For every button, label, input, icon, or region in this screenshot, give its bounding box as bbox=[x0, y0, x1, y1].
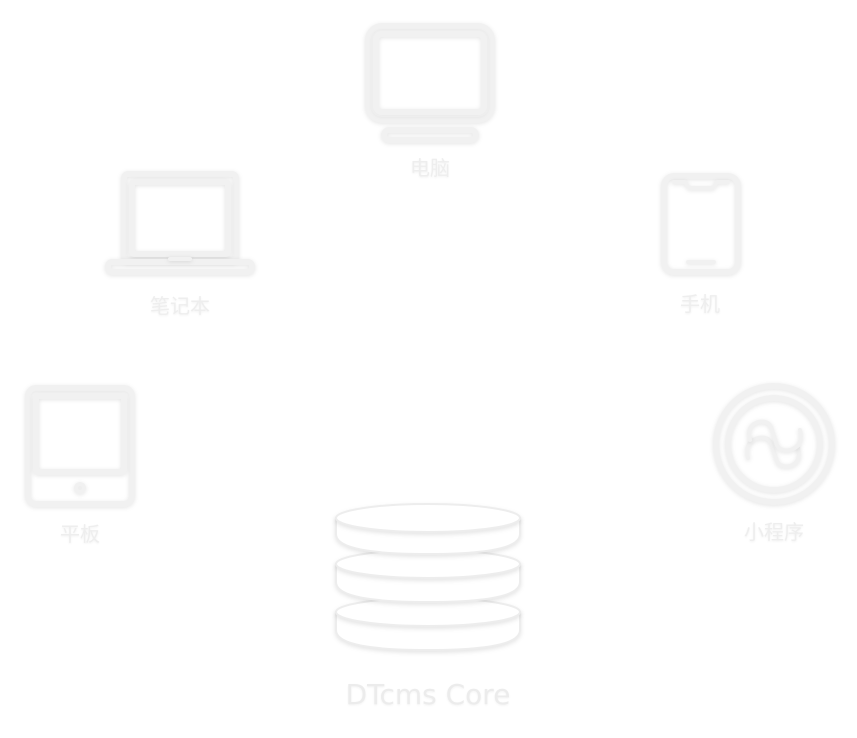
miniprogram-label: 小程序 bbox=[744, 520, 804, 544]
phone-label: 手机 bbox=[680, 292, 720, 316]
mini-program-icon bbox=[713, 383, 835, 505]
laptop-label: 笔记本 bbox=[150, 294, 210, 318]
node-miniprogram: 小程序 bbox=[704, 382, 844, 544]
node-phone: 手机 bbox=[650, 172, 750, 316]
node-core: DTcms Core bbox=[318, 500, 538, 712]
node-laptop: 笔记本 bbox=[104, 170, 256, 318]
node-desktop: 电脑 bbox=[360, 22, 500, 180]
mobile-phone-icon bbox=[661, 173, 741, 275]
database-icon bbox=[335, 503, 521, 652]
desktop-label: 电脑 bbox=[410, 156, 450, 180]
laptop-icon bbox=[105, 171, 255, 275]
tablet-label: 平板 bbox=[60, 522, 100, 546]
tablet-icon bbox=[25, 385, 135, 507]
node-tablet: 平板 bbox=[20, 384, 140, 546]
core-label: DTcms Core bbox=[345, 678, 511, 711]
desktop-monitor-icon bbox=[365, 23, 495, 143]
